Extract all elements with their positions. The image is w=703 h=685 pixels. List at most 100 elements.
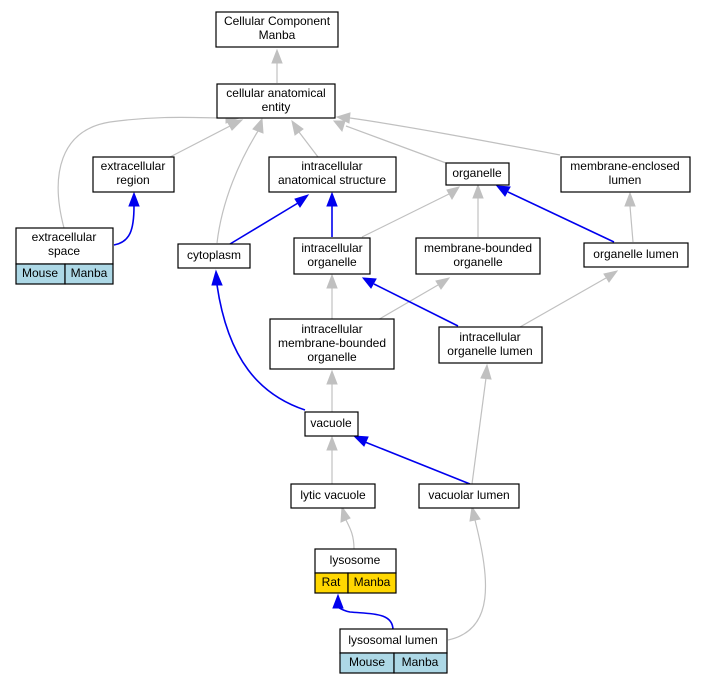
node-lytic-vacuole[interactable]: lytic vacuole [290, 483, 376, 509]
node-cytoplasm-line1: cytoplasm [187, 248, 241, 262]
node-cytoplasm[interactable]: cytoplasm [177, 243, 251, 269]
tag-lysosome-manba-bg [347, 572, 397, 594]
node-cellular-anatomical-entity[interactable]: cellular anatomical entity [216, 83, 336, 119]
edge-io-to-organelle [361, 193, 450, 238]
arrow-head-vl [469, 505, 481, 522]
edge-vl-to-iol [471, 377, 487, 485]
node-mbo-line2: organelle [453, 255, 503, 269]
node-iol-line1: intracellular [459, 330, 520, 344]
edge-cytoplasm-to-ias [229, 202, 299, 245]
node-organelle-line1: organelle [452, 166, 502, 180]
edge-organelle-to-cae [345, 125, 447, 164]
node-lysosome-line1: lysosome [330, 553, 381, 567]
node-root-line1: Cellular Component [224, 14, 331, 28]
arrow-head-imbo [326, 369, 338, 385]
node-root[interactable]: Cellular Component Manba [215, 11, 339, 48]
arrow-head-cae-3 [252, 117, 264, 134]
edge-ol-to-mel [629, 205, 634, 243]
edge-ll-to-lysosome [337, 606, 394, 631]
node-ias-line2: anatomical structure [278, 173, 386, 187]
node-membrane-enclosed-lumen[interactable]: membrane-enclosed lumen [560, 156, 691, 193]
tag-ll-mouse: Mouse [349, 655, 385, 669]
node-intracellular-membrane-bounded-organelle[interactable]: intracellular membrane-bounded organelle [269, 318, 395, 370]
node-lysosome[interactable]: lysosome Rat Manba [314, 548, 397, 594]
arrow-head-lysosome [332, 593, 344, 609]
arrow-head-io-1 [326, 273, 338, 289]
node-mel-line1: membrane-enclosed [570, 159, 679, 173]
node-ias-line1: intracellular [301, 159, 362, 173]
node-intracellular-organelle-lumen[interactable]: intracellular organelle lumen [438, 326, 543, 364]
arrow-head-mbo [435, 277, 451, 290]
node-ol-line1: organelle lumen [593, 247, 678, 261]
node-imbo-line3: organelle [307, 350, 357, 364]
node-lysosomal-lumen[interactable]: lysosomal lumen Mouse Manba [339, 628, 448, 674]
node-extracellular-region[interactable]: extracellular region [92, 156, 175, 193]
edge-imbo-to-mbo [375, 284, 439, 322]
edge-iol-to-ol [519, 277, 607, 328]
edge-iol-to-io [373, 283, 459, 327]
node-cae-line2: entity [262, 100, 291, 114]
node-cae-line1: cellular anatomical [226, 86, 325, 100]
edge-ll-to-vl [447, 519, 487, 641]
node-lytic-line1: lytic vacuole [300, 488, 366, 502]
edges [57, 48, 636, 641]
node-intracellular-anatomical-structure[interactable]: intracellular anatomical structure [268, 156, 397, 193]
edge-vl-to-vacuole [364, 441, 471, 485]
arrow-head-ias-1 [294, 194, 310, 208]
arrow-head-lytic [340, 505, 351, 523]
arrow-head-organelle-1 [446, 186, 461, 201]
node-io-line1: intracellular [301, 241, 362, 255]
node-ll-line1: lysosomal lumen [348, 633, 437, 647]
arrow-head-cae-4 [291, 119, 304, 136]
node-organelle-lumen[interactable]: organelle lumen [583, 242, 689, 268]
nodes: Cellular Component Manba cellular anatom… [15, 11, 691, 674]
node-vacuole-line1: vacuole [310, 416, 352, 430]
arrow-head-vacuole-1 [326, 435, 338, 451]
tag-ll-manba-bg [393, 652, 448, 674]
arrow-head-organelle-3 [495, 185, 511, 197]
node-iol-line2: organelle lumen [447, 344, 532, 358]
arrow-head-ecregion [128, 191, 140, 207]
node-root-line2: Manba [259, 28, 296, 42]
arrow-head-ol [603, 270, 619, 283]
node-mbo-line1: membrane-bounded [424, 241, 532, 255]
node-imbo-line2: membrane-bounded [278, 336, 386, 350]
tag-lysosome-rat: Rat [322, 575, 341, 589]
node-mel-line2: lumen [609, 173, 642, 187]
node-membrane-bounded-organelle[interactable]: membrane-bounded organelle [415, 237, 541, 275]
arrow-head-mel [624, 191, 636, 207]
arrow-head-root [271, 48, 283, 64]
node-organelle[interactable]: organelle [445, 162, 510, 186]
arrow-head-cytoplasm [211, 269, 223, 286]
node-imbo-line1: intracellular [301, 322, 362, 336]
arrow-head-cae-5 [332, 120, 346, 133]
edge-ecregion-to-cae [169, 125, 231, 158]
tag-ll-manba: Manba [402, 655, 439, 669]
node-vl-line1: vacuolar lumen [428, 488, 509, 502]
edge-ol-to-organelle [507, 191, 615, 243]
tag-ecspace-manba-bg [64, 263, 114, 285]
tag-lysosome-manba: Manba [354, 575, 391, 589]
edge-ecspace-to-ecregion [113, 205, 135, 246]
edge-cytoplasm-to-cae [216, 130, 259, 244]
node-extracellular-space[interactable]: extracellular space Mouse Manba [15, 227, 114, 285]
edge-mel-to-cae [349, 117, 561, 156]
arrow-head-io-2 [361, 277, 377, 289]
node-vacuolar-lumen[interactable]: vacuolar lumen [418, 483, 520, 509]
node-ecregion-line1: extracellular [101, 159, 166, 173]
arrow-head-vacuole-2 [352, 435, 369, 447]
edge-ecspace-to-cae [57, 116, 227, 229]
node-ecspace-line2: space [48, 244, 80, 258]
arrow-head-cae-6 [335, 112, 351, 124]
edge-lysosome-to-lytic [345, 519, 355, 550]
edge-ias-to-cae [298, 131, 319, 158]
tag-ecspace-manba: Manba [71, 266, 108, 280]
arrow-head-organelle-2 [472, 183, 484, 199]
arrow-head-iol [480, 363, 492, 380]
node-vacuole[interactable]: vacuole [304, 411, 359, 437]
edge-vacuole-to-cytoplasm [216, 284, 306, 411]
node-ecregion-line2: region [116, 173, 149, 187]
node-intracellular-organelle[interactable]: intracellular organelle [293, 237, 371, 275]
node-io-line2: organelle [307, 255, 357, 269]
